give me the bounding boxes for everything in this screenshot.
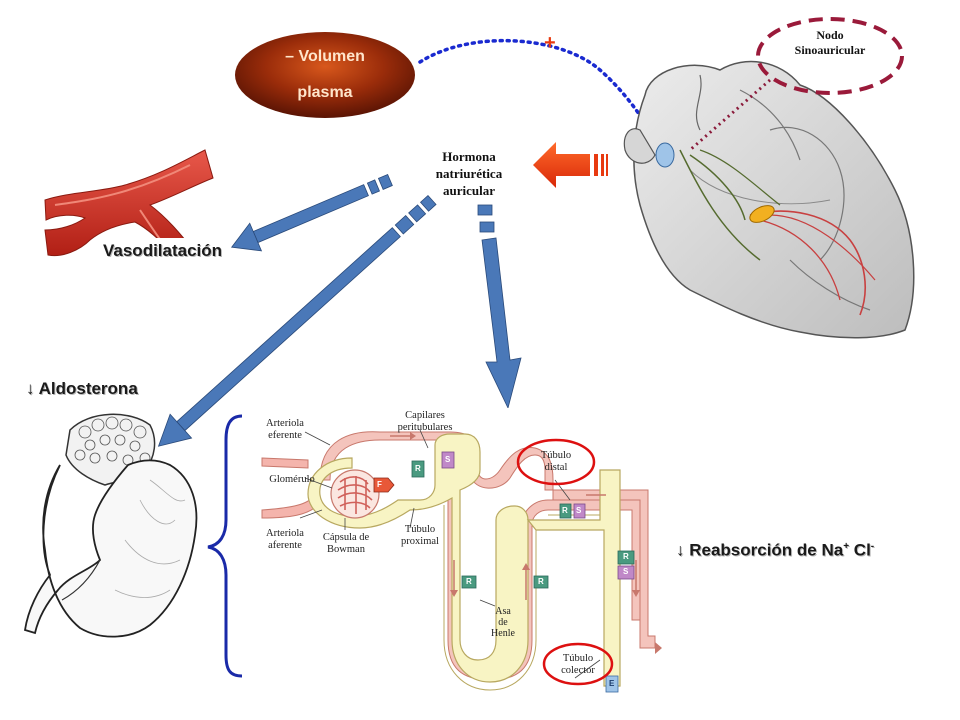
label-capsula-1: Cápsula de xyxy=(322,532,370,543)
label-tubulo-colector-1: Túbulo xyxy=(562,653,594,664)
tag-r-5: R xyxy=(623,552,629,561)
aldosterone-label: ↓ Aldosterona xyxy=(26,379,138,398)
volume-plasma-oval xyxy=(235,32,415,118)
tag-f: F xyxy=(377,480,382,489)
label-tubulo-colector-2: colector xyxy=(561,665,595,676)
label-tubulo-proximal-1: Túbulo xyxy=(404,524,436,535)
reabsorption-mid: Cl xyxy=(849,540,871,560)
node-dashed-oval xyxy=(756,17,904,95)
tag-r-3: R xyxy=(538,577,544,586)
label-tubulo-proximal-2: proximal xyxy=(401,536,439,547)
hormone-line3: auricular xyxy=(443,183,495,198)
tag-r-1: R xyxy=(415,464,421,473)
reabsorption-prefix: ↓ Reabsorción de Na xyxy=(676,540,844,560)
hormone-release-arrow xyxy=(533,142,608,188)
tag-s-2: S xyxy=(576,506,582,515)
label-arteriola-eferente-1: Arteriola xyxy=(266,418,304,429)
node-label-line1: Nodo xyxy=(816,28,844,42)
volume-oval-line2: plasma xyxy=(297,84,353,101)
reabsorption-label: ↓ Reabsorción de Na+ Cl- xyxy=(676,536,874,562)
kidney-illustration xyxy=(23,413,198,638)
label-asa-2: de xyxy=(498,617,508,628)
label-arteriola-aferente-2: aferente xyxy=(268,540,302,551)
label-glomerulo: Glomérulo xyxy=(269,474,315,485)
tag-r-4: R xyxy=(562,506,568,515)
label-asa-1: Asa xyxy=(495,606,511,617)
arrow-to-aldosterone xyxy=(157,194,437,447)
label-capsula-2: Bowman xyxy=(327,544,365,555)
nephron-brace xyxy=(207,414,243,678)
label-arteriola-eferente-2: eferente xyxy=(268,430,302,441)
arrow-to-vasodilation xyxy=(230,173,393,252)
volume-oval-line1: – Volumen xyxy=(285,48,365,65)
label-tubulo-distal-2: distal xyxy=(544,462,568,473)
tag-r-2: R xyxy=(466,577,472,586)
label-tubulo-distal-1: Túbulo xyxy=(540,450,572,461)
tag-s-1: S xyxy=(445,455,451,464)
hormone-line1: Hormona xyxy=(442,149,496,164)
tag-e: E xyxy=(609,679,615,688)
tag-s-3: S xyxy=(623,567,629,576)
label-asa-3: Henle xyxy=(491,628,515,639)
node-label-line2: Sinoauricular xyxy=(794,43,866,57)
heart-illustration xyxy=(623,60,915,339)
hormone-label: Hormona natriurética auricular xyxy=(415,148,523,199)
label-arteriola-aferente-1: Arteriola xyxy=(266,528,304,539)
arrow-to-nephron xyxy=(477,204,522,410)
dotted-connector xyxy=(418,38,654,135)
hormone-line2: natriurética xyxy=(435,166,503,181)
vasodilation-label: Vasodilatación xyxy=(100,238,226,264)
nephron-diagram xyxy=(258,408,664,694)
reabsorption-sup2: - xyxy=(870,541,875,552)
reabsorption-sup1: + xyxy=(843,541,850,552)
label-capilares-1: Capilares xyxy=(405,410,445,421)
plus-sign: + xyxy=(544,32,556,54)
label-capilares-2: peritubulares xyxy=(397,422,453,433)
